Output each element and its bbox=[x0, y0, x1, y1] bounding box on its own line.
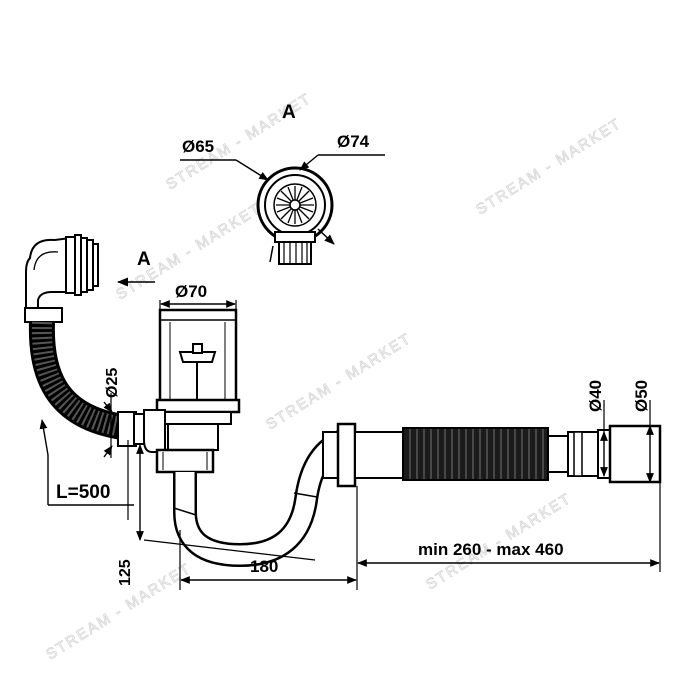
flexible-overflow-hose bbox=[28, 321, 147, 458]
detail-view-a bbox=[180, 154, 385, 265]
overflow-pipe-dimension bbox=[159, 300, 237, 310]
watermark-4: STREAM - MARKET bbox=[263, 330, 415, 434]
dim-hose-length: L=500 bbox=[56, 482, 110, 503]
hose-length-leader bbox=[39, 419, 134, 506]
dim-height: 125 bbox=[117, 559, 134, 586]
overflow-elbow bbox=[24, 234, 99, 323]
dim-extension-range: min 260 - max 460 bbox=[418, 540, 564, 559]
dim-pipe-40: Ø40 bbox=[586, 380, 605, 412]
s-trap bbox=[173, 422, 404, 568]
view-label-arrow: A bbox=[137, 249, 151, 270]
dim-trap-width: 180 bbox=[250, 557, 278, 576]
corrugated-extension bbox=[402, 424, 662, 484]
pipe-diameter-dimensions bbox=[600, 400, 654, 483]
watermark-3: STREAM - MARKET bbox=[473, 115, 625, 219]
bottom-dimension-lines bbox=[127, 440, 661, 590]
dim-overflow-pipe: Ø70 bbox=[175, 282, 207, 301]
drain-standpipe bbox=[143, 308, 241, 474]
dim-outer-ring: Ø74 bbox=[337, 132, 370, 151]
dim-inner-ring: Ø65 bbox=[182, 137, 214, 156]
view-label-top: A bbox=[282, 102, 296, 123]
dim-pipe-50: Ø50 bbox=[632, 380, 651, 412]
dim-hose-diameter: Ø25 bbox=[104, 368, 121, 398]
